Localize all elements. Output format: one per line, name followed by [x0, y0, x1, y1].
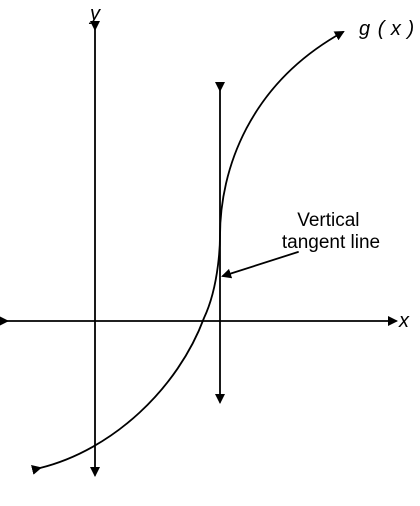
annotation-pointer-line: [221, 251, 299, 279]
x-axis-label: x: [398, 310, 410, 332]
function-close-paren: ): [405, 18, 414, 40]
y-axis-label: y: [88, 3, 101, 25]
function-label: g ( x ): [359, 18, 414, 40]
annotation-label: Vertical tangent line: [282, 210, 380, 253]
function-open-paren: (: [378, 18, 387, 40]
function-name: g: [359, 18, 370, 40]
annotation-line-2: tangent line: [282, 232, 380, 253]
function-variable: x: [390, 18, 402, 40]
g-curve: [31, 31, 345, 475]
annotation-line-1: Vertical: [297, 210, 359, 231]
